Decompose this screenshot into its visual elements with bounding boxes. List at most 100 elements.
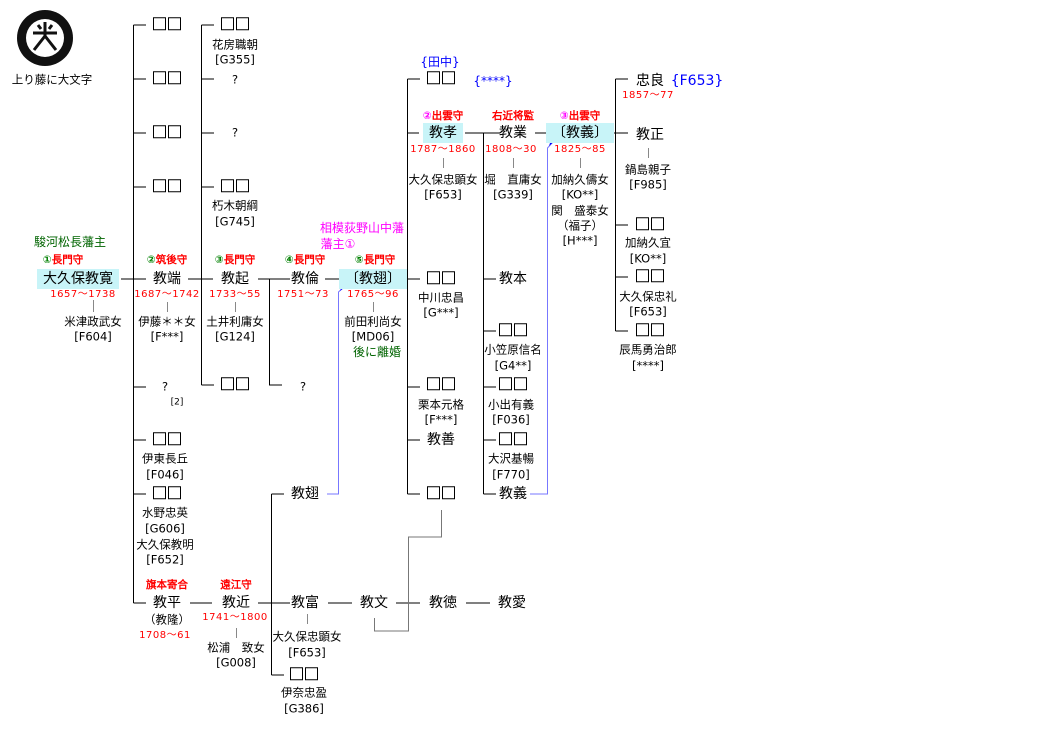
person-info: 水野忠英 [142, 505, 188, 520]
office-name: 出雲守 [431, 109, 464, 122]
person-info: 大久保忠礼 [619, 289, 677, 304]
unknown-name [153, 17, 181, 33]
office-number: ③ [559, 109, 569, 122]
person-name: 教徳 [429, 595, 457, 611]
office-number: ② [422, 109, 432, 122]
person-info: [F***] [424, 412, 458, 427]
person-info: 関 盛泰女 [551, 203, 609, 218]
unknown-name-boxes [221, 179, 249, 193]
unknown-name-boxes [427, 377, 455, 391]
person-info: [G124] [215, 329, 255, 344]
unknown-name [427, 71, 455, 87]
person-info: [F770] [492, 467, 530, 482]
person-info: （福子） [557, 218, 603, 233]
unknown-name-boxes [221, 17, 249, 31]
person-info: 鍋島親子 [625, 162, 671, 177]
person-info: [F***] [150, 329, 184, 344]
unknown-name-boxes [499, 432, 527, 446]
person-name: 教翅 [291, 486, 319, 502]
life-dates: 1825〜85 [554, 144, 606, 155]
person-name: 教文 [360, 595, 388, 611]
person-info: 伊奈忠盈 [281, 685, 327, 700]
person-name: 教端 [153, 271, 181, 287]
unknown-name [636, 269, 664, 285]
domain-note: 相模荻野山中藩 [319, 221, 405, 235]
office-title: ③長門守 [215, 255, 255, 266]
person-info: [G339] [493, 187, 533, 202]
person-name: 〔教義〕 [546, 123, 614, 143]
unknown-name [427, 377, 455, 393]
unknown-name [499, 377, 527, 393]
office-name: 出雲守 [568, 109, 601, 122]
unknown-name [153, 179, 181, 195]
unknown-name-boxes [153, 486, 181, 500]
office-title: ④長門守 [285, 255, 325, 266]
life-dates: 1857〜77 [622, 90, 674, 101]
person-info: [G386] [284, 701, 324, 716]
person-info: [G008] [216, 655, 256, 670]
life-dates: 1733〜55 [209, 289, 261, 300]
person-info: ? [231, 125, 239, 140]
office-name: 遠江守 [220, 578, 252, 591]
crest-logo [17, 10, 73, 66]
unknown-name-boxes [499, 377, 527, 391]
unknown-name [499, 323, 527, 339]
office-name: 長門守 [363, 253, 396, 266]
person-info: [F985] [629, 177, 667, 192]
person-info: [MD06] [351, 329, 395, 344]
domain-note: 後に離婚 [352, 345, 402, 359]
person-info: [G***] [423, 305, 459, 320]
person-info: 松浦 致女 [207, 640, 265, 655]
unknown-name [427, 486, 455, 502]
unknown-name-boxes [636, 323, 664, 337]
unknown-name-boxes [153, 179, 181, 193]
domain-note: 駿河松長藩主 [33, 235, 107, 249]
person-info: [F653] [629, 304, 667, 319]
person-info: [F604] [74, 329, 112, 344]
office-name: 長門守 [223, 253, 256, 266]
unknown-name-boxes [153, 17, 181, 31]
office-name: 長門守 [51, 253, 84, 266]
person-info: [F046] [146, 467, 184, 482]
person-info: 土井利庸女 [206, 314, 264, 329]
office-title: ②出雲守 [423, 111, 463, 122]
person-info: 加納久宜 [625, 235, 671, 250]
unknown-name [153, 71, 181, 87]
family-note: {田中} [420, 55, 460, 69]
person-name: 教業 [499, 125, 527, 141]
office-title: ①長門守 [43, 255, 83, 266]
spouse-ticks [93, 148, 649, 638]
person-info: 米津政武女 [64, 314, 122, 329]
office-number: ④ [284, 253, 294, 266]
person-name: 教倫 [291, 271, 319, 287]
person-name: 大久保教寛 [37, 269, 119, 289]
person-info: 中川忠昌 [418, 290, 464, 305]
person-name: 忠良 [636, 73, 664, 89]
person-name: 教本 [499, 271, 527, 287]
family-note: {****} [473, 74, 513, 88]
person-name: 教平 [153, 595, 181, 611]
office-title: ③出雲守 [560, 111, 600, 122]
unknown-name [636, 217, 664, 233]
person-info: 大沢基暢 [488, 451, 534, 466]
person-info: 大久保忠顕女 [272, 629, 342, 644]
office-name: 右近将監 [492, 109, 534, 122]
office-title: ⑤長門守 [355, 255, 395, 266]
person-info: 辰馬勇治郎 [619, 342, 677, 357]
unknown-name [499, 432, 527, 448]
unknown-name-boxes [427, 486, 455, 500]
unknown-name [427, 271, 455, 287]
office-name: 長門守 [293, 253, 326, 266]
person-info: 加納久儔女 [551, 172, 609, 187]
person-info: 大久保教明 [136, 537, 194, 552]
person-info: 前田利尚女 [344, 314, 402, 329]
unknown-name-boxes [221, 377, 249, 391]
person-name: 〔教翅〕 [339, 269, 407, 289]
life-dates: 1751〜73 [277, 289, 329, 300]
life-dates: 1787〜1860 [410, 144, 476, 155]
office-title: 旗本寄合 [146, 580, 188, 591]
unknown-name-boxes [636, 217, 664, 231]
unknown-name [221, 17, 249, 33]
crest-caption: 上り藤に大文字 [11, 72, 93, 87]
